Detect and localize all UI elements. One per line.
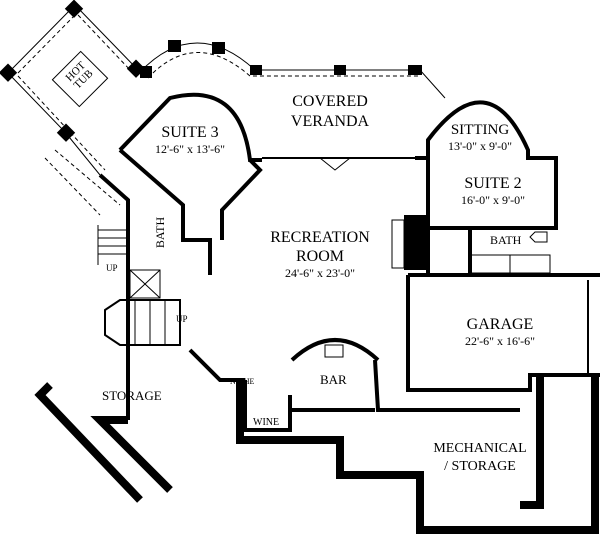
exterior-stairs <box>44 149 128 265</box>
mechanical-line1: MECHANICAL <box>433 441 527 456</box>
suite3-walls <box>98 92 415 420</box>
garage-label: GARAGE 22'-6" x 16'-6" <box>410 316 590 349</box>
mechanical-line2: / STORAGE <box>444 459 516 474</box>
stair-up-left-label: UP <box>106 263 118 273</box>
recreation-room-label: RECREATION ROOM 24'-6" x 23'-0" <box>245 228 395 281</box>
suite3-label: SUITE 3 12'-6" x 13'-6" <box>140 124 240 157</box>
veranda <box>139 40 446 99</box>
sitting-name: SITTING <box>450 122 510 138</box>
garage-size: 22'-6" x 16'-6" <box>464 334 536 348</box>
bath-right-label: BATH <box>490 233 522 247</box>
mechanical-storage-label: MECHANICAL / STORAGE <box>420 440 540 476</box>
veranda-line1: COVERED <box>292 93 368 110</box>
suite2-size: 16'-0" x 9'-0" <box>460 193 526 207</box>
bar-label: BAR <box>320 372 347 387</box>
garage-name: GARAGE <box>466 316 534 333</box>
recreation-size: 24'-6" x 23'-0" <box>284 266 356 280</box>
sitting-label: SITTING 13'-0" x 9'-0" <box>430 122 530 154</box>
hot-tub-deck <box>0 0 146 176</box>
storage-label: STORAGE <box>102 388 162 403</box>
foundation-walls <box>34 375 599 534</box>
bath-left-label: BATH <box>153 216 168 249</box>
wine-label: WINE <box>253 417 280 428</box>
interior-stairs <box>104 269 181 346</box>
niche-label: NICHE <box>230 377 255 386</box>
sitting-size: 13'-0" x 9'-0" <box>447 139 513 153</box>
suite3-size: 12'-6" x 13'-6" <box>154 142 226 156</box>
veranda-line2: VERANDA <box>290 113 370 130</box>
suite3-name: SUITE 3 <box>161 124 219 141</box>
recreation-line1: RECREATION <box>270 229 370 246</box>
garage-walls <box>406 273 600 392</box>
covered-veranda-label: COVERED VERANDA <box>270 92 390 132</box>
recreation-line2: ROOM <box>295 248 344 265</box>
stair-up-mid-label: UP <box>176 314 188 324</box>
suite2-label: SUITE 2 16'-0" x 9'-0" <box>430 175 556 208</box>
suite2-name: SUITE 2 <box>464 175 522 192</box>
